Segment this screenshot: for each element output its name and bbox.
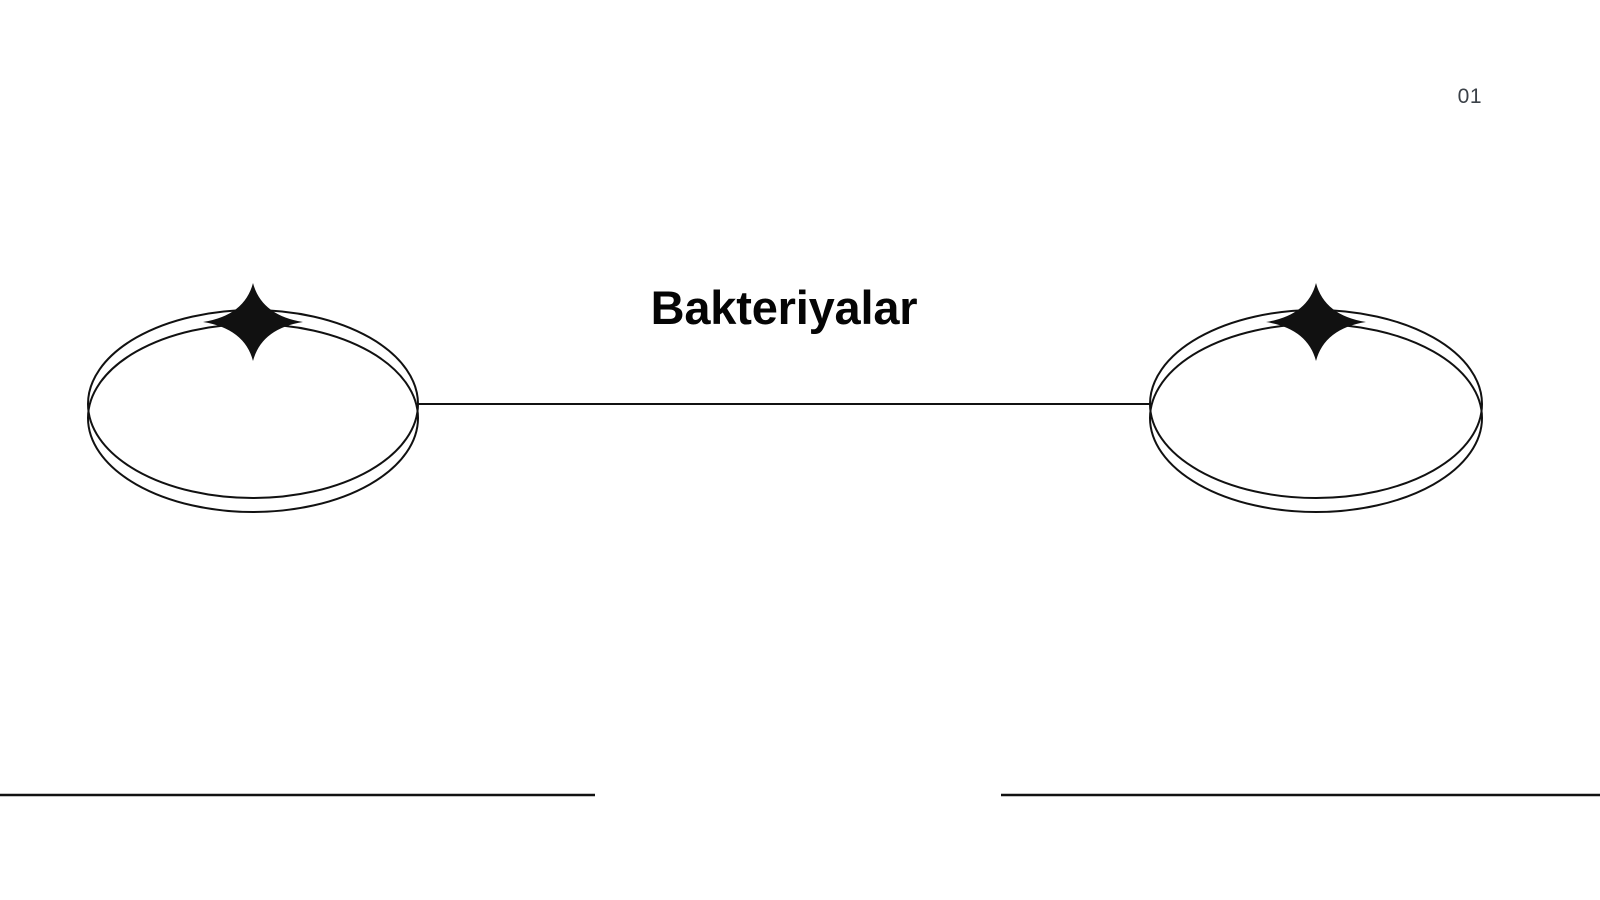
petri-dish-left[interactable] <box>87 283 419 513</box>
sparkle-icon-right <box>1266 283 1366 361</box>
page-title: Bakteriyalar <box>650 281 918 334</box>
petri-dish-right[interactable] <box>1149 283 1483 513</box>
sparkle-icon-left <box>203 283 303 361</box>
page-number: 01 <box>1457 85 1482 108</box>
